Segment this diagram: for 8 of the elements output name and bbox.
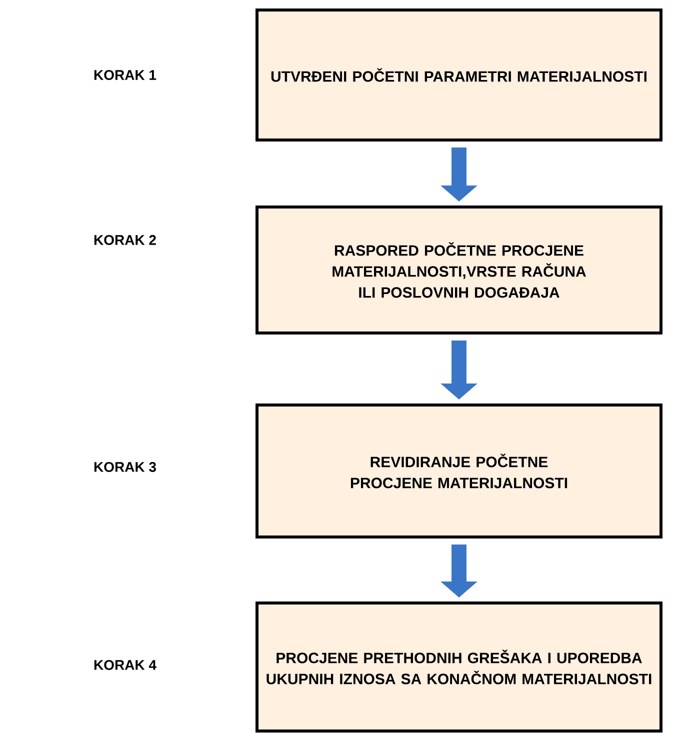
- step-label: KORAK 3: [94, 462, 156, 472]
- step-box: UTVRĐENI POČETNI PARAMETRI MATERIJALNOSTI: [256, 8, 662, 142]
- step-label: KORAK 1: [94, 70, 156, 80]
- step-box: REVIDIRANJE POČETNE PROCJENE MATERIJALNOSTI: [256, 404, 662, 538]
- step-box: RASPORED POČETNE PROCJENE MATERIJALNOSTI,VRSTE RAČUNA ILI POSLOVNIH DOGAĐAJA: [256, 206, 662, 334]
- step-box: PROCJENE PRETHODNIH GREŠAKA I UPOREDBA UKUPNIH IZNOSA SA KONAČNOM MATERIJALNOSTI: [256, 602, 662, 732]
- step-label: KORAK 2: [94, 235, 156, 245]
- step-label: KORAK 4: [94, 660, 156, 670]
